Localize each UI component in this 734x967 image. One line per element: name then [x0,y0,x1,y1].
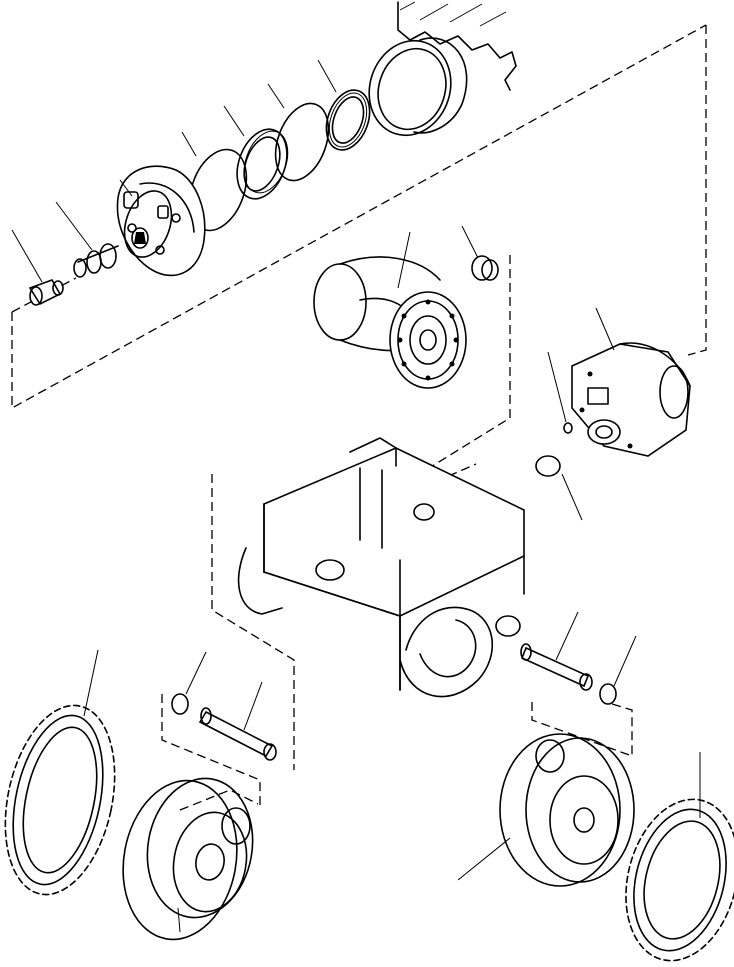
floating-seal-pair [317,59,371,151]
bearing-ring [223,105,289,200]
fitting-plug [11,229,64,306]
track-roller-assembly [313,231,511,487]
frame-bracket [211,437,525,770]
pivot-pin-left [198,681,277,761]
final-drive-housing-seal [368,1,517,137]
final-drive-right [457,733,635,887]
travel-motor [571,307,691,457]
swing-motor-cover [116,165,206,277]
o-ring-pin-left [161,651,261,810]
pivot-pin-right [520,611,593,691]
o-ring-pin-right [531,635,637,757]
motor-o-ring [535,351,583,521]
upper-assembly-boundary [11,24,707,410]
sprocket-right [625,752,734,962]
roller-plug [461,225,499,281]
sprocket-left [4,649,116,896]
coupling-shaft [55,201,119,278]
final-drive-left [122,777,259,941]
